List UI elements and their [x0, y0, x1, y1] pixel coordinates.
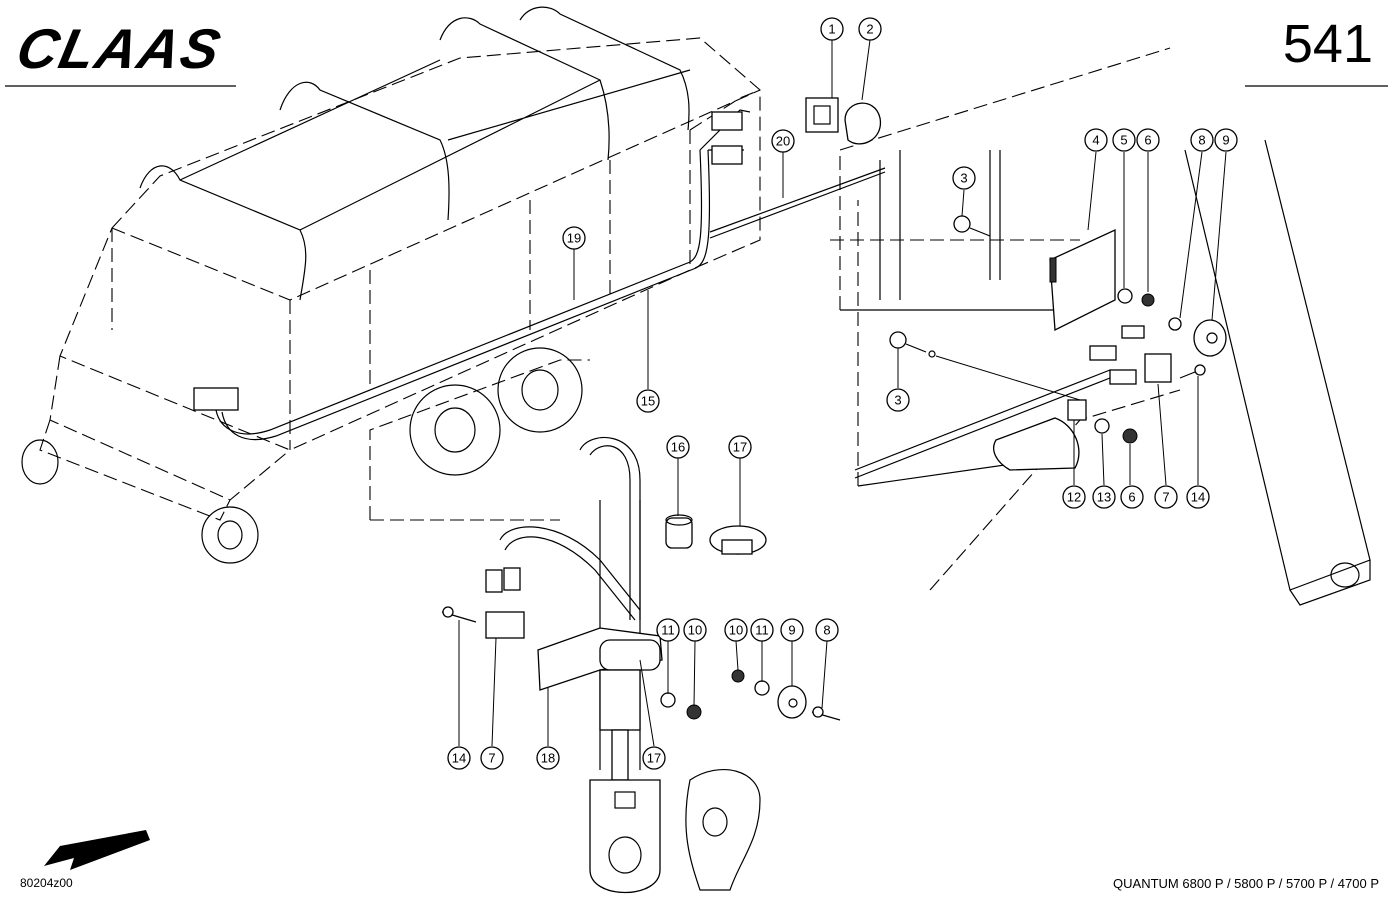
svg-text:11: 11: [755, 623, 769, 638]
callout-14-right: 14: [1186, 485, 1210, 509]
lower-bracket-detail: [441, 436, 841, 894]
svg-text:13: 13: [1097, 490, 1111, 505]
svg-text:12: 12: [1067, 490, 1081, 505]
callout-18: 18: [536, 746, 560, 770]
callout-17-top: 17: [728, 435, 752, 459]
terminal-block-lower: [485, 611, 525, 639]
callout-10-right: 10: [724, 618, 748, 642]
direction-arrow-icon: [44, 830, 150, 870]
washer: [1117, 288, 1133, 304]
svg-text:17: 17: [733, 440, 747, 455]
svg-text:18: 18: [541, 751, 555, 766]
page-number: 541: [1282, 14, 1373, 74]
drawing-code: 80204z00: [20, 876, 73, 890]
junction-box: [193, 387, 239, 411]
callout-16: 16: [666, 435, 690, 459]
callout-2: 2: [858, 17, 882, 41]
callout-10-left: 10: [683, 618, 707, 642]
callout-15: 15: [636, 389, 660, 413]
hitch-detail: [685, 769, 761, 891]
callout-13: 13: [1092, 485, 1116, 509]
svg-text:15: 15: [641, 394, 655, 409]
connector-mid: [711, 145, 743, 165]
callout-5: 5: [1112, 128, 1136, 152]
svg-text:5: 5: [1120, 133, 1127, 148]
cable-tie: [844, 102, 881, 145]
callout-9-lower: 9: [780, 618, 804, 642]
callout-14-lower: 14: [447, 746, 471, 770]
svg-text:14: 14: [452, 751, 466, 766]
svg-text:1: 1: [828, 22, 835, 37]
bracket: [1049, 228, 1116, 332]
svg-text:14: 14: [1191, 490, 1205, 505]
svg-text:17: 17: [647, 751, 661, 766]
svg-text:3: 3: [894, 393, 901, 408]
svg-text:7: 7: [1162, 490, 1169, 505]
callout-11-right: 11: [750, 618, 774, 642]
connector-top: [711, 111, 743, 131]
callout-3-lower: 3: [886, 388, 910, 412]
callout-11-left: 11: [656, 618, 680, 642]
callout-7-right: 7: [1154, 485, 1178, 509]
cylinder: [993, 417, 1080, 471]
svg-text:20: 20: [776, 134, 790, 149]
callout-17-lower: 17: [642, 746, 666, 770]
spacer-sleeve: [665, 517, 693, 549]
svg-text:2: 2: [866, 22, 873, 37]
callout-20: 20: [771, 129, 795, 153]
svg-text:9: 9: [1222, 133, 1229, 148]
wiring-harness: [193, 109, 886, 441]
callout-9-top: 9: [1214, 128, 1238, 152]
svg-text:7: 7: [488, 751, 495, 766]
svg-text:9: 9: [788, 623, 795, 638]
svg-text:8: 8: [823, 623, 830, 638]
callout-6-top: 6: [1136, 128, 1160, 152]
model-line: QUANTUM 6800 P / 5800 P / 5700 P / 4700 …: [1113, 876, 1379, 891]
svg-text:19: 19: [567, 231, 581, 246]
clevis: [589, 779, 661, 894]
callout-8-lower: 8: [815, 618, 839, 642]
terminal-block: [1144, 353, 1172, 383]
svg-text:6: 6: [1128, 490, 1135, 505]
callout-4: 4: [1084, 128, 1108, 152]
svg-text:4: 4: [1092, 133, 1099, 148]
svg-text:10: 10: [729, 623, 743, 638]
rubber-damper: [1193, 319, 1227, 357]
callout-8-top: 8: [1190, 128, 1214, 152]
wagon-body: [21, 6, 761, 564]
svg-text:11: 11: [661, 623, 675, 638]
callout-12: 12: [1062, 485, 1086, 509]
detail-panel: [830, 47, 1371, 606]
svg-text:8: 8: [1198, 133, 1205, 148]
svg-text:16: 16: [671, 440, 685, 455]
svg-text:6: 6: [1144, 133, 1151, 148]
callout-1: 1: [820, 17, 844, 41]
cable-clip: [805, 97, 839, 133]
callout-19: 19: [562, 226, 586, 250]
svg-text:3: 3: [960, 171, 967, 186]
nut: [1141, 293, 1155, 307]
callout-7-lower: 7: [480, 746, 504, 770]
callout-6-lower: 6: [1120, 485, 1144, 509]
svg-text:10: 10: [688, 623, 702, 638]
callout-3-top: 3: [952, 166, 976, 190]
callout-leaders: [458, 151, 1227, 747]
